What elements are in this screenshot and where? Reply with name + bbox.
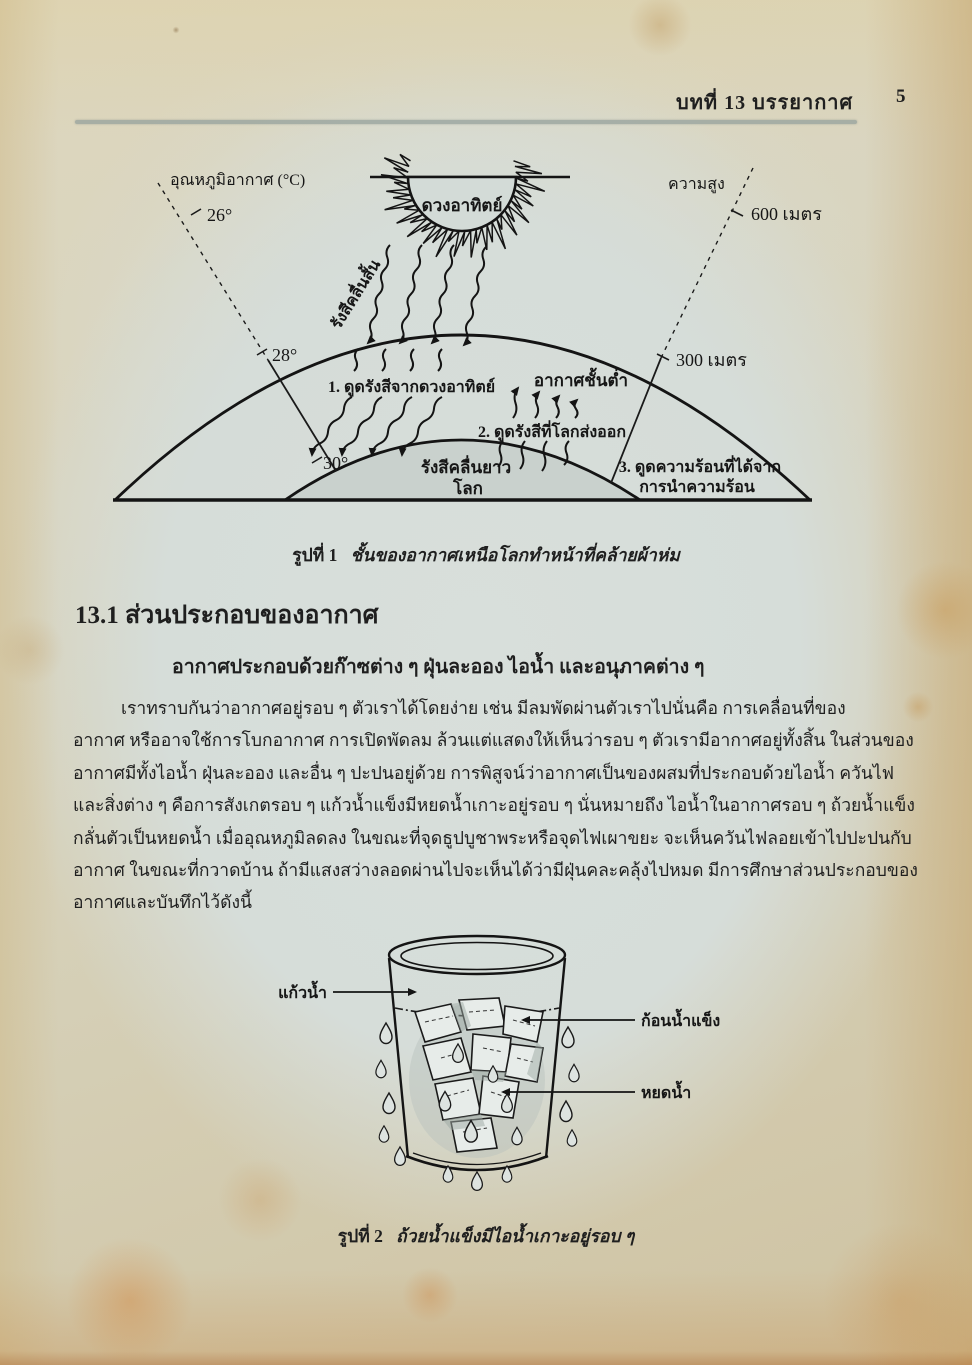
chapter-header: บทที่ 13 บรรยากาศ xyxy=(676,92,854,114)
section-lead: อากาศประกอบด้วยก๊าซต่าง ๆ ฝุ่นละออง ไอน้… xyxy=(172,657,705,678)
figure2-caption-text: ถ้วยน้ำแข็งมีไอน้ำเกาะอยู่รอบ ๆ xyxy=(396,1226,635,1246)
height-sight-line xyxy=(610,167,754,484)
ice-label: ก้อนน้ำแข็ง xyxy=(641,1008,720,1030)
height-tick-600-label: 600 เมตร xyxy=(751,204,822,224)
height-axis-label: ความสูง xyxy=(668,176,725,194)
temperature-sight-line xyxy=(157,182,337,472)
figure1-caption-text: ชั้นของอากาศเหนือโลกทำหน้าที่คล้ายผ้าห่ม xyxy=(350,545,680,565)
tick-28 xyxy=(256,348,268,356)
shortwave-radiation-label: รังสีคลื่นสั้น xyxy=(324,254,384,332)
temp-tick-28-label: 28° xyxy=(272,345,297,365)
drop-label: หยดน้ำ xyxy=(641,1080,691,1102)
temp-tick-30-label: 30° xyxy=(323,453,348,473)
sun-rays-spikes xyxy=(380,153,546,258)
temp-axis-label: อุณหภูมิอากาศ (°C) xyxy=(170,172,305,190)
paragraph-line: อากาศมีทั้งไอน้ำ ฝุ่นละออง และอื่น ๆ ปะป… xyxy=(73,762,895,783)
height-tick-300-label: 300 เมตร xyxy=(676,350,747,370)
paragraph-line: อากาศและบันทึกไว้ดังนี้ xyxy=(73,892,252,913)
page-number: 5 xyxy=(896,86,906,107)
figure2-caption: รูปที่ 2 ถ้วยน้ำแข็งมีไอน้ำเกาะอยู่รอบ ๆ xyxy=(75,1222,897,1250)
atmosphere-outer-arc xyxy=(114,333,811,502)
tick-300 xyxy=(656,353,670,361)
process2-label: 2. ดูดรังสีที่โลกส่งออก xyxy=(478,420,626,443)
paragraph-line: อากาศ หรืออาจใช้การโบกอากาศ การเปิดพัดลม… xyxy=(73,730,914,751)
section-heading: 13.1 ส่วนประกอบของอากาศ xyxy=(75,602,379,629)
figure2-caption-prefix: รูปที่ 2 xyxy=(337,1226,383,1246)
longwave-radiation-label: รังสีคลื่นยาว xyxy=(421,455,511,477)
figure2-ice-glass-diagram: แก้วน้ำ ก้อนน้ำแข็ง หยดน้ำ xyxy=(278,934,720,1191)
radiation-wavy-arrows xyxy=(308,244,579,472)
body-paragraph: เราทราบกันว่าอากาศอยู่รอบ ๆ ตัวเราได้โดย… xyxy=(73,692,918,919)
paragraph-line: เราทราบกันว่าอากาศอยู่รอบ ๆ ตัวเราได้โดย… xyxy=(121,698,846,718)
paragraph-line: กลั่นตัวเป็นหยดน้ำ เมื่ออุณหภูมิลดลง ในข… xyxy=(73,827,912,848)
sun-icon: ดวงอาทิตย์ xyxy=(370,153,570,258)
glass-icon xyxy=(375,934,580,1191)
low-atmosphere-label: อากาศชั้นต่ำ xyxy=(534,367,628,390)
glass-label: แก้วน้ำ xyxy=(278,980,327,1002)
process3-label-line2: การนำความร้อน xyxy=(639,478,755,496)
earth-label: โลก xyxy=(452,478,483,498)
paragraph-line: อากาศ ในขณะที่กวาดบ้าน ถ้ามีแสงสว่างลอดผ… xyxy=(73,859,918,880)
figure1-atmosphere-diagram: ดวงอาทิตย์ อุณหภูมิอากาศ (°C) 26° 28° 30… xyxy=(113,153,822,502)
sun-label: ดวงอาทิตย์ xyxy=(422,195,503,215)
tick-30 xyxy=(311,456,323,464)
temp-tick-26-label: 26° xyxy=(207,205,232,225)
process3-label-line1: 3. ดูดความร้อนที่ได้จาก xyxy=(619,455,781,478)
tick-26 xyxy=(190,208,202,216)
process1-label: 1. ดูดรังสีจากดวงอาทิตย์ xyxy=(328,377,495,398)
figure1-caption: รูปที่ 1 ชั้นของอากาศเหนือโลกทำหน้าที่คล… xyxy=(75,541,897,569)
figure1-caption-prefix: รูปที่ 1 xyxy=(292,545,338,565)
tick-600 xyxy=(730,209,744,217)
header-rule xyxy=(75,120,857,124)
paragraph-line: และสิ่งต่าง ๆ คือการสังเกตรอบ ๆ แก้วน้ำแ… xyxy=(73,795,915,816)
